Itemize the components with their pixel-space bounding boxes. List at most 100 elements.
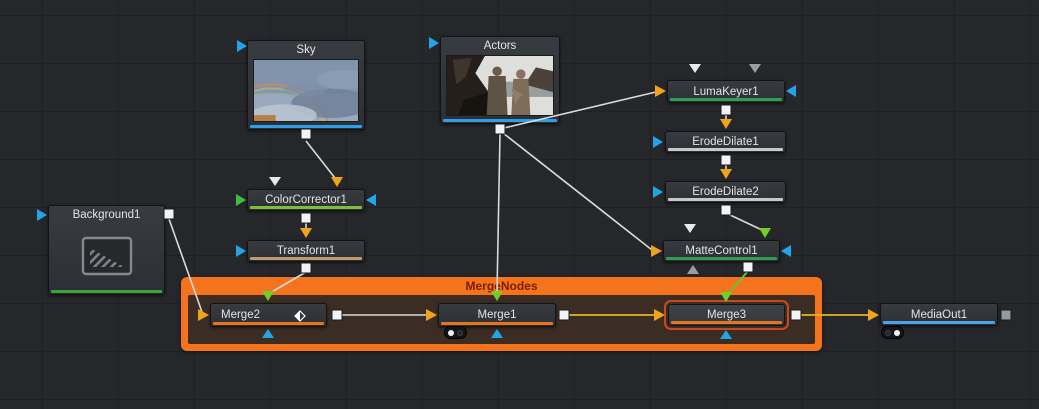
transform1-top-arrowhead-icon[interactable] (300, 228, 312, 238)
white-dot-icon (894, 329, 900, 336)
background-pattern-icon (49, 224, 164, 287)
node-erodedilate1[interactable]: ErodeDilate1 (665, 131, 786, 153)
dark-dot-icon (885, 329, 891, 336)
connection-transform1-merge2[interactable] (269, 271, 307, 294)
node-color-stripe (441, 322, 553, 325)
erodedilate1-input-arrow-icon[interactable] (653, 136, 663, 148)
blend-diamond-icon (294, 310, 306, 322)
erodedilate1-top-arrowhead-icon[interactable] (720, 119, 732, 129)
node-label: ErodeDilate1 (692, 136, 759, 148)
colorcorrector1-top-arrowhead-icon[interactable] (331, 177, 343, 187)
node-mattecontrol1[interactable]: MatteControl1 (663, 240, 780, 262)
node-color-stripe (670, 98, 782, 101)
mattecontrol1-right-input-arrow-icon[interactable] (781, 245, 791, 257)
erodedilate2-input-arrow-icon[interactable] (653, 186, 663, 198)
node-label: LumaKeyer1 (693, 85, 759, 98)
lumakeyer1-top-input2-icon[interactable] (749, 64, 761, 73)
node-colorcorrector1[interactable]: ColorCorrector1 (247, 189, 365, 211)
node-merge2[interactable]: Merge2 (210, 303, 327, 327)
node-color-stripe (443, 119, 557, 122)
colorcorrector1-input-arrow-icon[interactable] (236, 194, 246, 206)
node-merge3[interactable]: Merge3 (668, 304, 785, 326)
sky-thumbnail (253, 59, 359, 122)
merge1-bg-input-arrow-icon[interactable] (426, 309, 437, 321)
connection-sky-colorcorrector1[interactable] (305, 140, 336, 179)
connection-actors-merge1[interactable] (496, 132, 501, 294)
colorcorrector1-output-port[interactable] (300, 212, 312, 224)
merge3-fg-arrowhead-icon[interactable] (720, 292, 732, 302)
sky-input-arrow-icon[interactable] (237, 40, 247, 52)
white-dot-icon (448, 329, 454, 336)
transform1-input-arrow-icon[interactable] (236, 245, 246, 257)
node-mediaout1[interactable]: MediaOut1 (880, 303, 998, 326)
mattecontrol1-top-input-icon[interactable] (684, 224, 696, 233)
merge3-output-port[interactable] (790, 309, 802, 321)
lumakeyer1-top-input-icon[interactable] (689, 64, 701, 73)
node-color-stripe (51, 290, 162, 293)
node-label: Background1 (72, 209, 141, 221)
mattecontrol1-bottom-input-icon[interactable] (687, 265, 699, 274)
mattecontrol1-bg-input-arrow-icon[interactable] (651, 245, 662, 257)
dark-dot-icon (457, 329, 463, 336)
connection-actors-lumakeyer1[interactable] (503, 91, 657, 129)
mediaout1-output-port[interactable] (1000, 309, 1012, 321)
merge3-mask-arrow-icon[interactable] (720, 330, 732, 339)
node-merge1[interactable]: Merge1 (438, 303, 556, 327)
connection-erodedilate2-mattecontrol1[interactable] (727, 213, 763, 231)
node-color-stripe (666, 257, 777, 260)
lumakeyer1-bg-input-arrow-icon[interactable] (655, 85, 666, 97)
merge1-mask-arrow-icon[interactable] (491, 329, 503, 338)
merge2-fg-arrowhead-icon[interactable] (262, 291, 274, 301)
node-erodedilate2[interactable]: ErodeDilate2 (665, 181, 786, 203)
node-label: Transform1 (276, 245, 336, 257)
colorcorrector1-top-input-icon[interactable] (269, 177, 281, 186)
node-label: MediaOut1 (910, 308, 968, 321)
merge1-instance-indicator[interactable] (444, 326, 467, 339)
connection-mattecontrol1-merge3[interactable] (727, 270, 749, 295)
node-label: Merge3 (707, 309, 746, 321)
node-actors[interactable]: Actors (440, 36, 560, 124)
erodedilate1-output-port[interactable] (720, 154, 732, 166)
erodedilate2-top-arrowhead-icon[interactable] (720, 169, 732, 179)
connection-background1-merge2[interactable] (168, 218, 203, 313)
background1-input-arrow-icon[interactable] (37, 209, 47, 221)
mattecontrol1-output-port[interactable] (742, 261, 754, 273)
node-color-stripe (668, 148, 783, 151)
node-label: Merge2 (221, 309, 260, 321)
connection-actors-mattecontrol1[interactable] (502, 132, 653, 251)
actors-input-arrow-icon[interactable] (429, 37, 439, 49)
mediaout1-input-arrow-icon[interactable] (868, 309, 879, 321)
node-color-stripe (883, 321, 995, 324)
node-sky[interactable]: Sky (247, 40, 365, 130)
transform1-output-port[interactable] (300, 262, 312, 274)
actors-output-port[interactable] (494, 123, 506, 135)
lumakeyer1-right-input-arrow-icon[interactable] (786, 85, 796, 97)
node-color-stripe (668, 198, 783, 201)
merge2-bg-input-arrow-icon[interactable] (198, 309, 209, 321)
merge2-mask-arrow-icon[interactable] (262, 329, 274, 338)
node-color-stripe (213, 322, 324, 325)
node-lumakeyer1[interactable]: LumaKeyer1 (667, 80, 785, 103)
lumakeyer1-output-port[interactable] (720, 104, 732, 116)
group-label: MergeNodes (465, 279, 538, 293)
merge2-output-port[interactable] (331, 309, 343, 321)
background1-output-port[interactable] (163, 208, 175, 220)
colorcorrector1-right-input-arrow-icon[interactable] (366, 194, 376, 206)
node-color-stripe (250, 125, 362, 128)
node-label: ErodeDilate2 (692, 186, 759, 198)
node-label: Merge1 (477, 309, 517, 321)
node-color-stripe (671, 321, 782, 324)
sky-output-port[interactable] (300, 128, 312, 140)
node-transform1[interactable]: Transform1 (247, 240, 365, 262)
merge1-output-port[interactable] (558, 309, 570, 321)
merge3-bg-input-arrow-icon[interactable] (654, 309, 665, 321)
node-background1[interactable]: Background1 (48, 205, 165, 295)
node-label: Actors (483, 40, 517, 52)
mediaout1-instance-indicator[interactable] (881, 326, 904, 339)
node-label: MatteControl1 (685, 245, 758, 257)
erodedilate2-output-port[interactable] (720, 204, 732, 216)
merge1-fg-arrowhead-icon[interactable] (491, 291, 503, 301)
node-color-stripe (250, 206, 362, 209)
mattecontrol1-fg-arrowhead-icon[interactable] (759, 228, 771, 238)
